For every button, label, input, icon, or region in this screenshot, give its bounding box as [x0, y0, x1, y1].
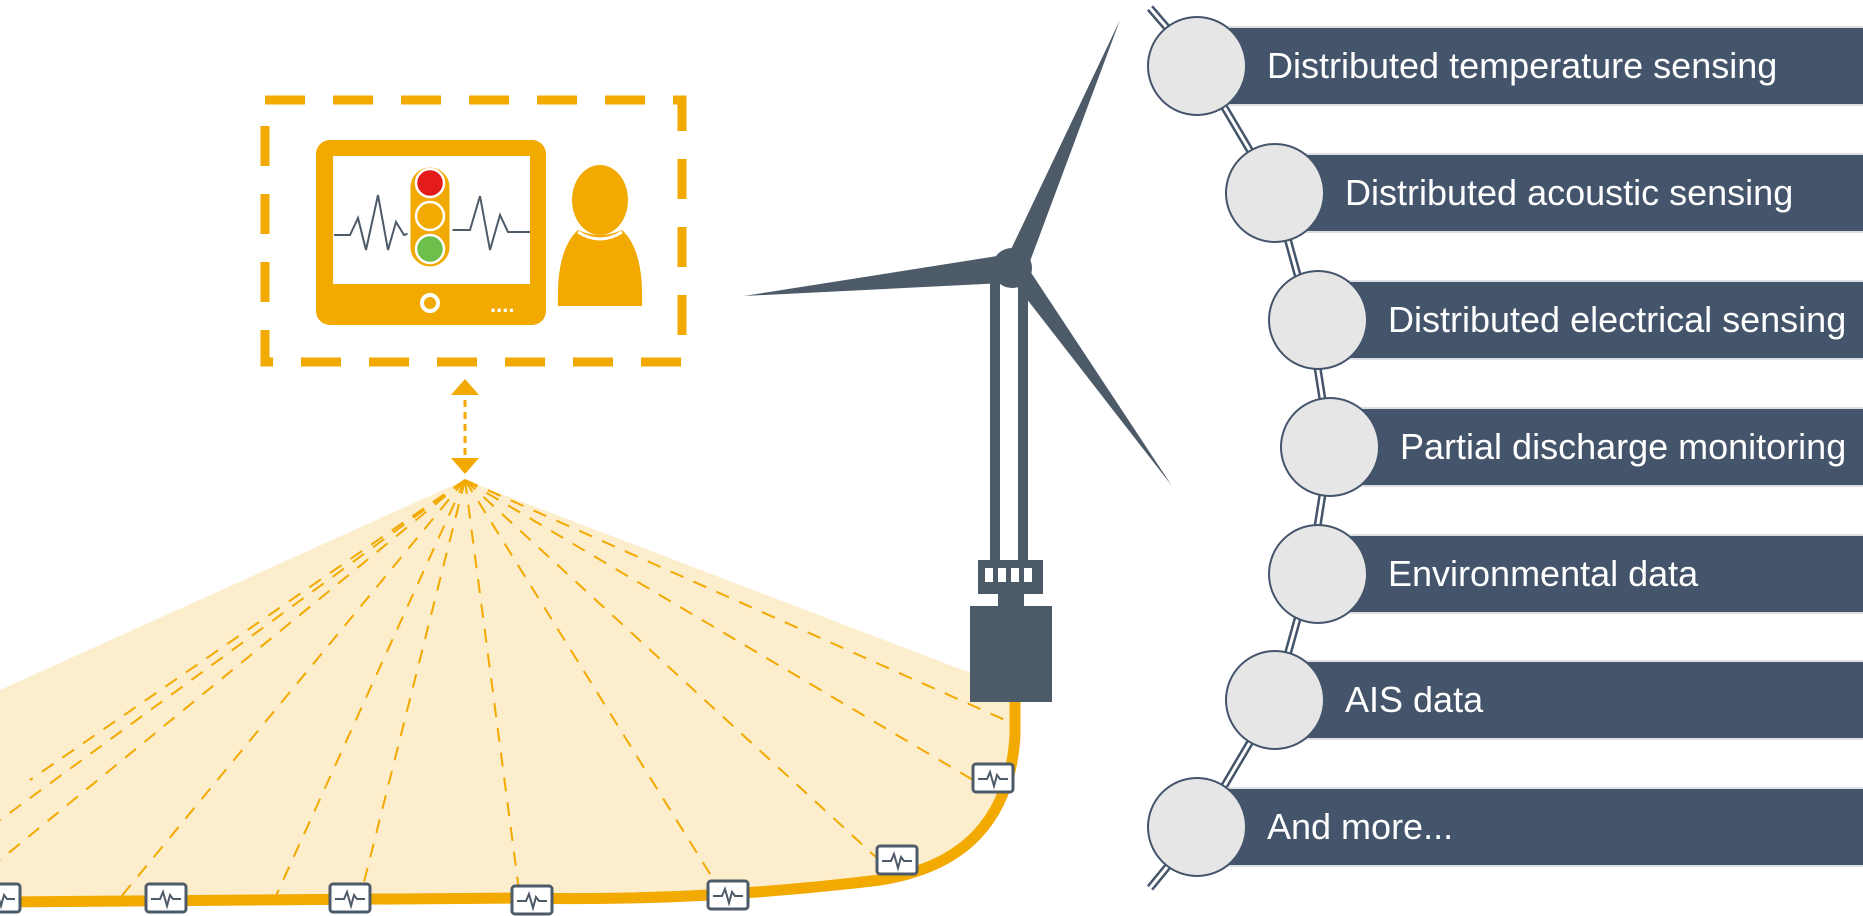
sensing-item-label: AIS data: [1345, 679, 1484, 720]
coverage-ray: [464, 479, 721, 891]
coverage-ray: [274, 479, 466, 899]
turbine-tower-right: [1018, 268, 1028, 593]
sensing-item-label: And more...: [1267, 806, 1454, 847]
operator-icon: [557, 165, 643, 306]
sensor-pulse-icon: [328, 882, 372, 914]
sensing-item-3: Partial discharge monitoring: [1360, 407, 1863, 487]
sensor-pulse-icon: [0, 882, 22, 914]
coverage-ray: [0, 479, 466, 861]
sensor-pulse-icon: [875, 844, 919, 876]
fiber-cable: [0, 694, 1021, 908]
sensing-item-circle: [1268, 524, 1368, 624]
coverage-ray: [0, 479, 466, 821]
sensor-pulse-icon: [144, 882, 188, 914]
turbine-hub: [992, 248, 1032, 288]
sensing-item-1: Distributed acoustic sensing: [1305, 153, 1863, 233]
sensing-item-label: Environmental data: [1388, 553, 1699, 594]
monitor-dots: ....: [490, 292, 514, 317]
sensing-item-2: Distributed electrical sensing: [1348, 280, 1863, 360]
sensing-item-label: Distributed temperature sensing: [1267, 45, 1778, 86]
coverage-rays: [0, 479, 1006, 899]
turbine-tower-left: [990, 268, 1000, 593]
sensing-item-circle: [1147, 16, 1247, 116]
sensor-pulse-icon: [510, 884, 554, 916]
sensing-item-circle: [1225, 650, 1325, 750]
sensing-item-circle: [1268, 270, 1368, 370]
turbine-blade-up: [1005, 20, 1120, 272]
turbine-foundation: [970, 606, 1052, 702]
station-dashed-frame: [260, 95, 687, 367]
sensing-item-circle: [1280, 397, 1380, 497]
turbine-blade-down: [1012, 262, 1172, 486]
coverage-ray: [464, 479, 891, 871]
coverage-ray: [464, 479, 521, 899]
sensor-pulse-icon: [971, 762, 1015, 794]
sensing-item-circle: [1225, 143, 1325, 243]
coverage-ray: [29, 479, 466, 781]
monitoring-station: ....: [260, 95, 687, 367]
sensing-item-5: AIS data: [1305, 660, 1863, 740]
double-arrow-icon: [451, 379, 479, 474]
sensing-item-6: And more...: [1227, 787, 1863, 867]
turbine-tower-gap: [1000, 280, 1018, 580]
turbine-blade-left: [744, 254, 1010, 296]
sensing-item-label: Distributed acoustic sensing: [1345, 172, 1794, 213]
sensing-item-label: Partial discharge monitoring: [1400, 426, 1847, 467]
sensing-item-circle: [1147, 777, 1247, 877]
traffic-light-icon: [407, 164, 453, 270]
sensing-item-0: Distributed temperature sensing: [1227, 26, 1863, 106]
sensing-item-4: Environmental data: [1348, 534, 1863, 614]
coverage-fan: [0, 480, 1018, 902]
power-button: [420, 293, 440, 313]
coverage-ray: [359, 479, 466, 899]
waveform: [334, 194, 530, 251]
coverage-ray: [464, 479, 991, 791]
wind-turbine-icon: [744, 20, 1172, 702]
coverage-ray: [119, 479, 466, 899]
sensor-pulse-icon: [706, 879, 750, 911]
sensing-item-label: Distributed electrical sensing: [1388, 299, 1847, 340]
